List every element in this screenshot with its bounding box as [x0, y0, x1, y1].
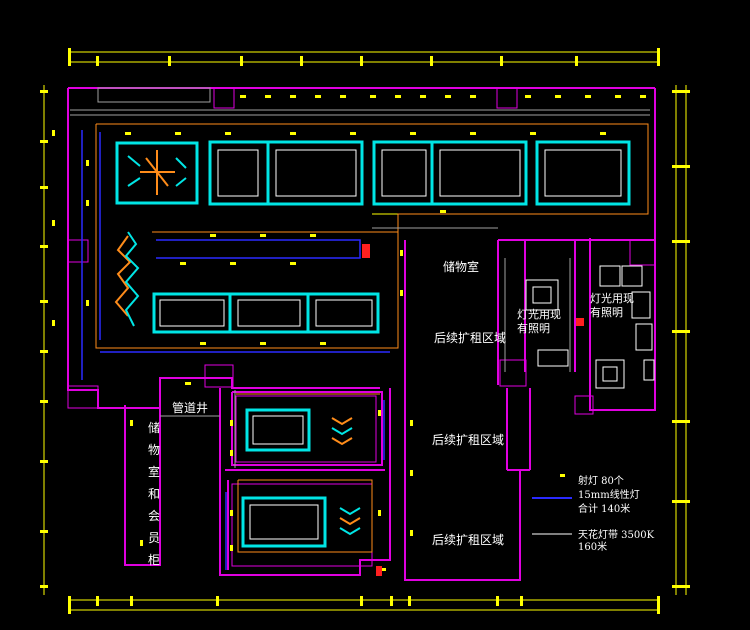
label-future-area-3: 后续扩租区域 [432, 533, 504, 547]
legend-spotlight: 射灯 80个 [578, 475, 624, 487]
legend-ceiling-length: 160米 [578, 540, 607, 553]
legend-linear-total: 合计 140米 [578, 502, 630, 515]
dimension-ticks [40, 48, 690, 614]
label-storage-member-lockers: 储物室和会员柜 [148, 420, 160, 567]
legend-symbols [532, 497, 572, 535]
label-future-area-1: 后续扩租区域 [434, 331, 506, 345]
tree-fixture-left [114, 231, 140, 327]
dimension-lines [43, 51, 687, 611]
label-lighting-existing-a: 灯光用现有照明 [517, 307, 561, 335]
linear-light [81, 130, 390, 570]
room-labels: 储物室 后续扩租区域 后续扩租区域 后续扩租区域 管道井 灯光用现有照明 灯光用… [148, 259, 634, 567]
spotlights [52, 95, 646, 571]
label-future-area-2: 后续扩租区域 [432, 433, 504, 447]
label-pipe-well: 管道井 [172, 400, 208, 415]
display-fixtures [115, 140, 631, 548]
legend-ceiling-band: 天花灯带 3500K [578, 528, 655, 541]
tree-fixture-center [127, 150, 187, 195]
lounge-furniture [525, 265, 655, 389]
display-inner [159, 149, 622, 540]
legend-linear-light: 15mm线性灯 [578, 488, 640, 501]
ceiling-light-band [95, 123, 649, 553]
label-storage: 储物室 [443, 259, 479, 274]
red-accents [362, 244, 584, 576]
legend: 射灯 80个 15mm线性灯 合计 140米 天花灯带 3500K 160米 [578, 475, 655, 553]
chevron-fixtures [331, 417, 361, 536]
gray-lines [70, 87, 650, 468]
label-lighting-existing-b: 灯光用现有照明 [590, 291, 634, 319]
